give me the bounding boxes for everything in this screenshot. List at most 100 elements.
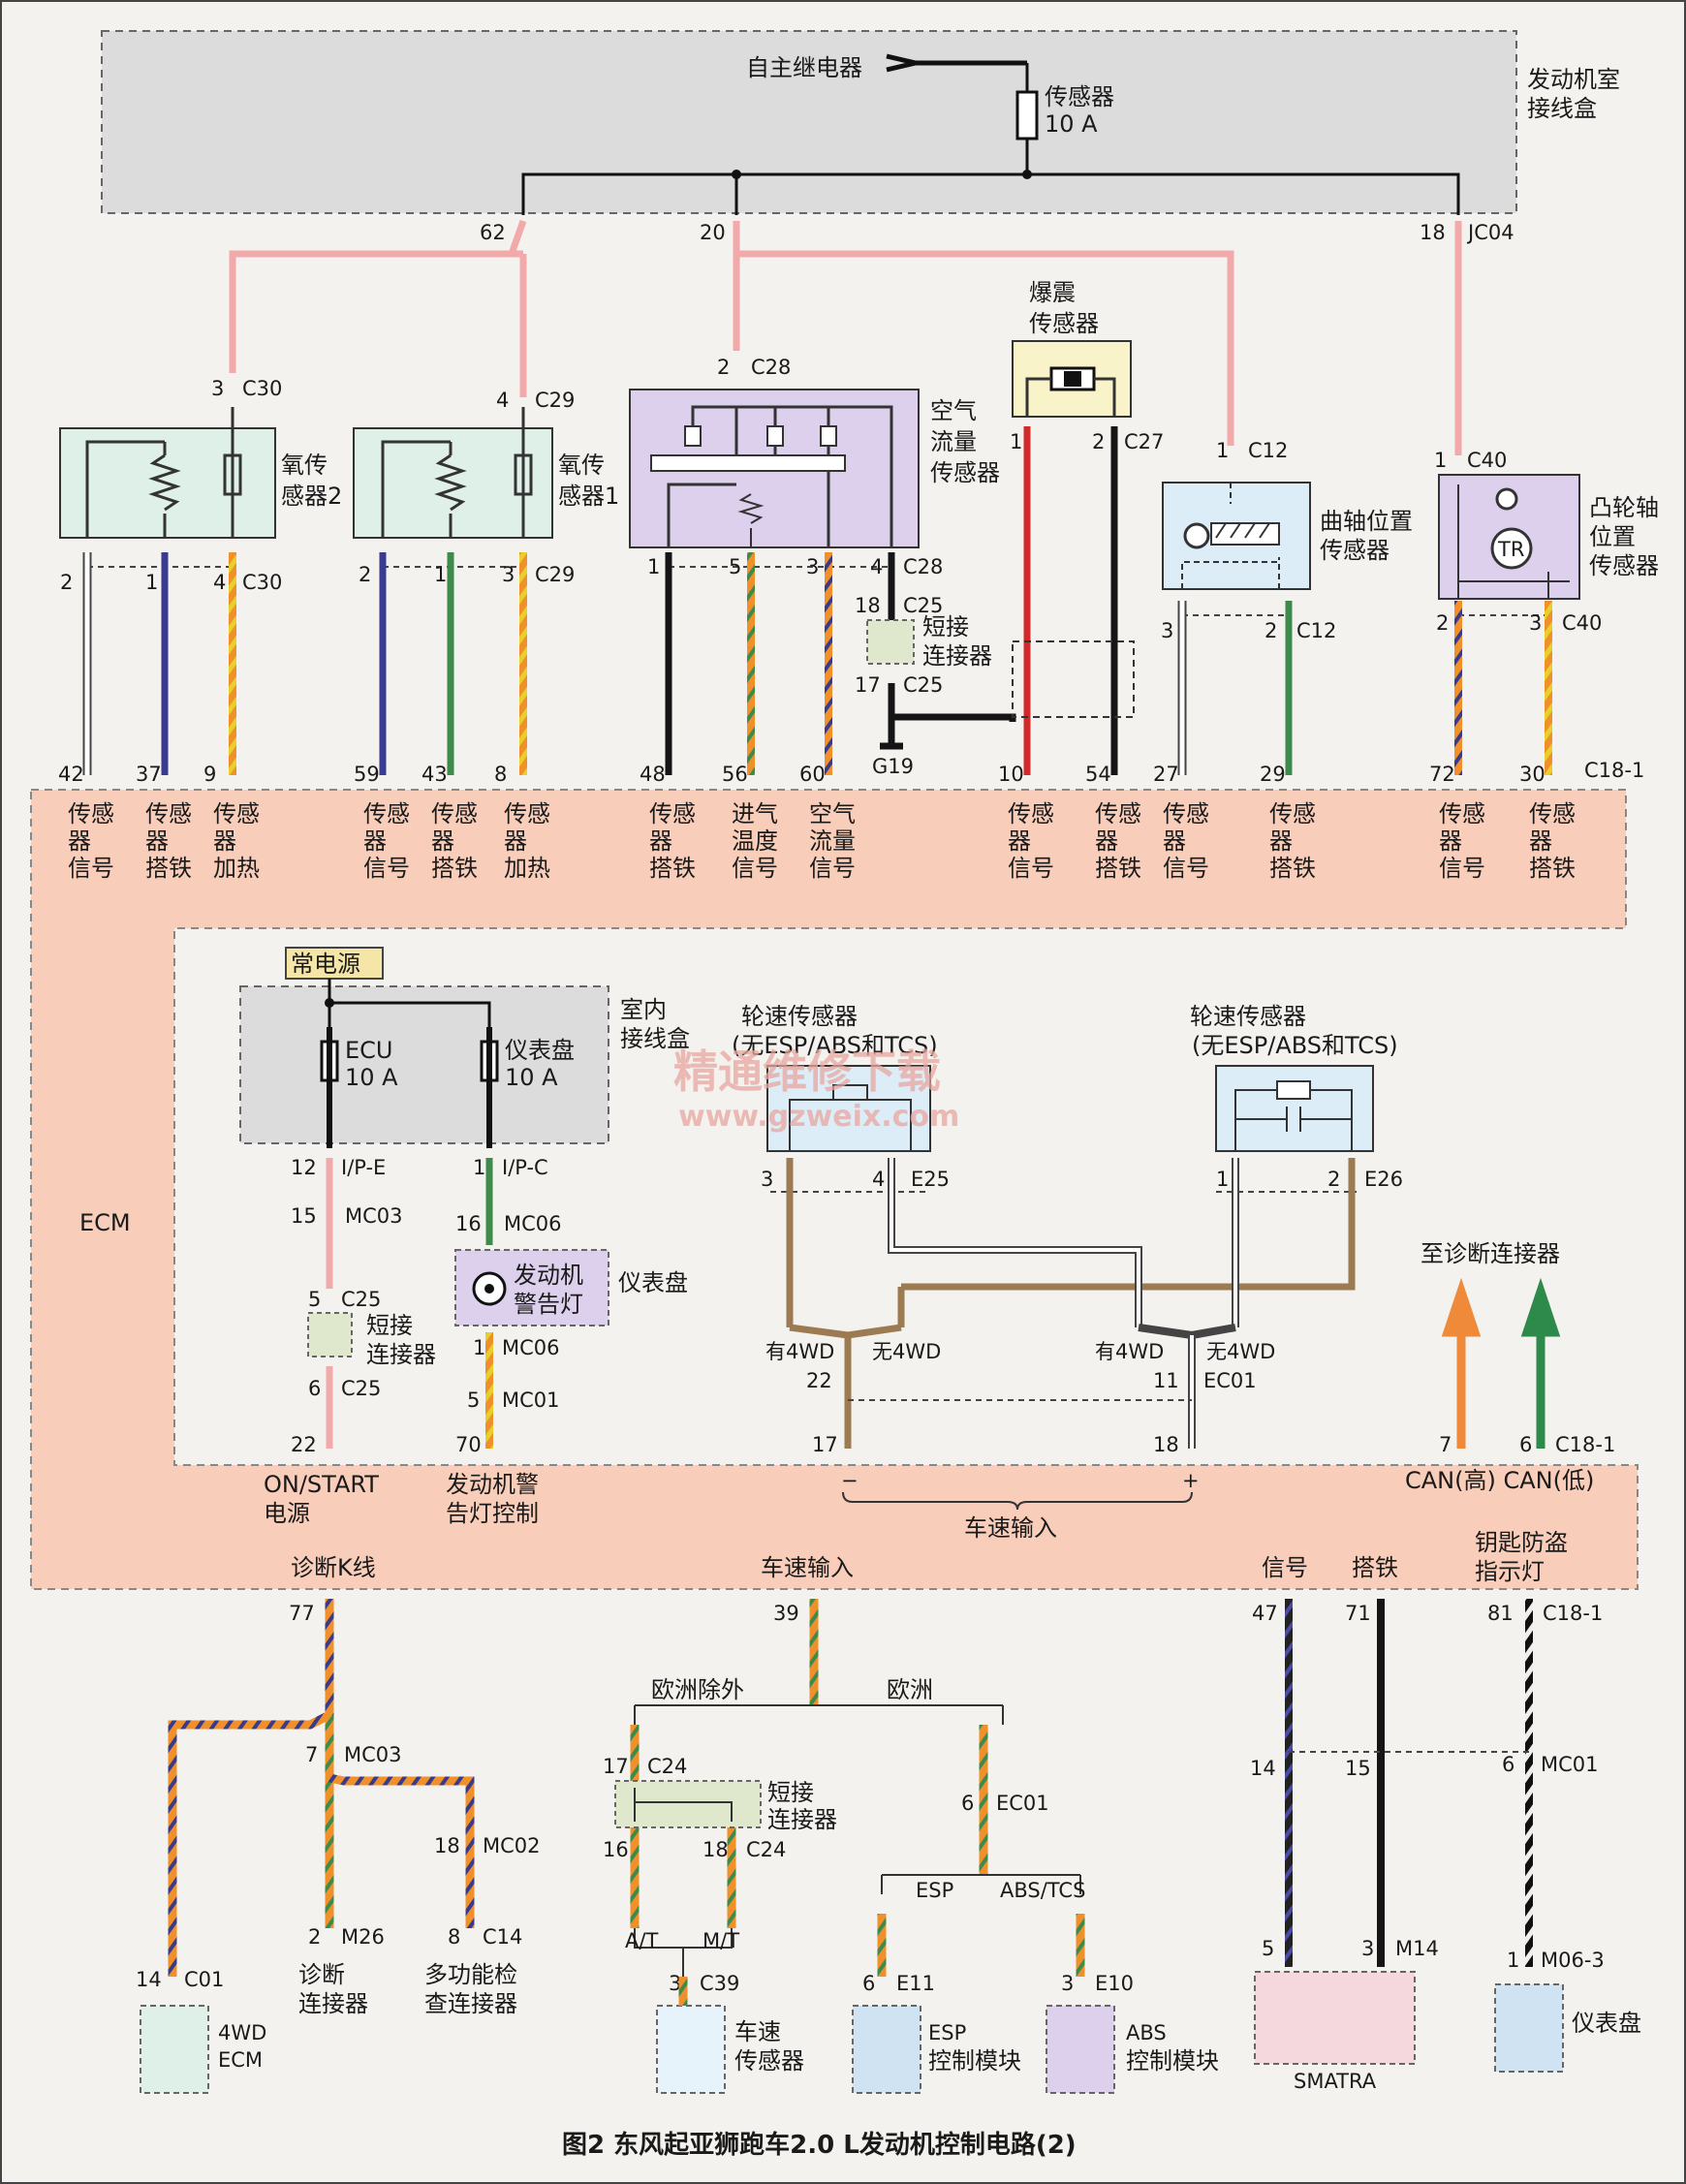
engine-junction-box (101, 30, 1517, 214)
svg-text:1: 1 (434, 563, 447, 586)
c12-top-label: C12 (1248, 439, 1288, 462)
svg-text:4: 4 (870, 555, 883, 578)
mc06a-pin: 16 (455, 1212, 482, 1235)
c40-top-pin: 1 (1434, 449, 1447, 472)
abs-module-label-1: ABS (1126, 2021, 1167, 2044)
c30-top-label: C30 (242, 377, 282, 400)
ecm-pin-30: 30 (1519, 763, 1546, 786)
cluster-box-bottom (1494, 1983, 1564, 2073)
svg-text:C39: C39 (700, 1972, 739, 1995)
svg-text:C14: C14 (483, 1925, 522, 1949)
ecm-pin-17: 17 (812, 1433, 838, 1456)
ecm-signal-label: 器 (1269, 827, 1293, 855)
e26-pin-1: 1 (1216, 1168, 1229, 1191)
short-mid-label-2: 连接器 (366, 1341, 436, 1368)
e26-label: E26 (1364, 1168, 1403, 1191)
esp-module-box (852, 2005, 921, 2094)
ecm-signal-label: 传感 (1439, 800, 1485, 827)
ecm-signal-label: 器 (1163, 827, 1186, 855)
maf-label-3: 传感器 (930, 459, 1000, 486)
ecm-pin-18: 18 (1153, 1433, 1179, 1456)
o2-sensor-2-label-2: 感器2 (281, 483, 342, 510)
c28-top-label: C28 (751, 356, 791, 379)
tr-icon (1490, 527, 1533, 570)
cluster-label-bottom: 仪表盘 (1572, 2010, 1641, 2037)
ecm-signal-label: 搭铁 (649, 855, 696, 882)
smatra-box (1254, 1971, 1416, 2065)
c25a-pin: 5 (308, 1288, 321, 1311)
cam-label-1: 凸轮轴 (1589, 494, 1659, 521)
svg-text:MC01: MC01 (1541, 1753, 1599, 1776)
svg-text:16: 16 (603, 1838, 629, 1861)
short-connector-c24 (614, 1780, 762, 1828)
svg-text:81: 81 (1487, 1602, 1514, 1625)
on-start-label-1: ON/START (264, 1471, 379, 1498)
svg-text:71: 71 (1345, 1602, 1371, 1625)
ecm-signal-label: 传感 (1008, 800, 1054, 827)
on-start-label-2: 电源 (264, 1500, 310, 1527)
e26-pin-2: 2 (1327, 1168, 1340, 1191)
svg-text:6: 6 (1502, 1753, 1514, 1776)
engine-lamp-label-2: 警告灯 (514, 1291, 583, 1318)
svg-text:C40: C40 (1562, 611, 1602, 635)
svg-text:1: 1 (1507, 1949, 1519, 1972)
cluster-fuse-rating: 10 A (505, 1064, 558, 1091)
speed-label-lower: 车速输入 (761, 1554, 854, 1581)
ecm-signal-labels: 传感器信号传感器搭铁传感器加热传感器信号传感器搭铁传感器加热传感器搭铁进气温度信… (68, 800, 1576, 882)
svg-text:C12: C12 (1296, 619, 1336, 642)
ecm-signal-label: 传感 (363, 800, 410, 827)
indoor-junction-box (239, 985, 609, 1144)
indoor-box-label-1: 室内 (620, 996, 667, 1023)
c25-label-b: C25 (903, 673, 943, 697)
wss-right-no-4wd: 无4WD (1206, 1340, 1275, 1363)
ecm-signal-label: 信号 (809, 855, 856, 882)
ipc-label: I/P-C (502, 1156, 548, 1179)
svg-text:C24: C24 (647, 1755, 687, 1778)
ecm-pin-70: 70 (455, 1433, 482, 1456)
c27-pin-b: 2 (1092, 430, 1105, 453)
svg-text:47: 47 (1252, 1602, 1278, 1625)
junction-box-label-1: 发动机室 (1527, 66, 1620, 93)
multi-check-label-2: 查连接器 (424, 1990, 517, 2017)
e25-pin-4: 4 (872, 1168, 885, 1191)
bottom-wires (168, 1599, 1533, 1977)
svg-text:2: 2 (308, 1925, 321, 1949)
svg-text:C01: C01 (184, 1968, 224, 1991)
svg-text:17: 17 (603, 1755, 629, 1778)
ground-g19-label: G19 (872, 755, 914, 778)
junction-box-label-2: 接线盒 (1527, 95, 1597, 122)
ecm-pin-27: 27 (1153, 763, 1179, 786)
svg-text:M14: M14 (1395, 1937, 1439, 1960)
ecm-pin-9: 9 (203, 763, 216, 786)
ecm-signal-label: 加热 (504, 855, 550, 882)
c18-1-top: C18-1 (1584, 759, 1644, 782)
esp-module-label-1: ESP (928, 2021, 966, 2044)
wss-left-with-4wd: 有4WD (765, 1340, 834, 1363)
crank-label-2: 传感器 (1320, 537, 1389, 564)
svg-text:3: 3 (502, 563, 515, 586)
ecm-pin-56: 56 (722, 763, 748, 786)
svg-text:C30: C30 (242, 571, 282, 594)
svg-text:5: 5 (1262, 1937, 1274, 1960)
engine-lamp-label-1: 发动机 (514, 1262, 583, 1289)
ecm-signal-label: 传感 (1269, 800, 1316, 827)
svg-text:MC03: MC03 (344, 1743, 402, 1766)
svg-text:6: 6 (862, 1972, 875, 1995)
c29-top-label: C29 (535, 389, 575, 412)
wss-left-box (766, 1065, 931, 1152)
pin-22-ec: 22 (806, 1369, 832, 1392)
to-diag-label: 至诊断连接器 (1421, 1240, 1560, 1267)
const-power-label: 常电源 (291, 951, 360, 978)
short-connector-c25 (866, 619, 915, 665)
smatra-label: SMATRA (1294, 2070, 1377, 2093)
svg-text:E10: E10 (1095, 1972, 1134, 1995)
wss-right-box (1215, 1065, 1374, 1152)
ecm-signal-label: 传感 (649, 800, 696, 827)
ecm-signal-label: 加热 (213, 855, 260, 882)
maf-label-1: 空气 (930, 397, 977, 424)
ecm-signal-label: 搭铁 (431, 855, 478, 882)
e25-pin-3: 3 (761, 1168, 773, 1191)
ecm-signal-label: 信号 (732, 855, 778, 882)
ecm-signal-label: 信号 (1439, 855, 1485, 882)
